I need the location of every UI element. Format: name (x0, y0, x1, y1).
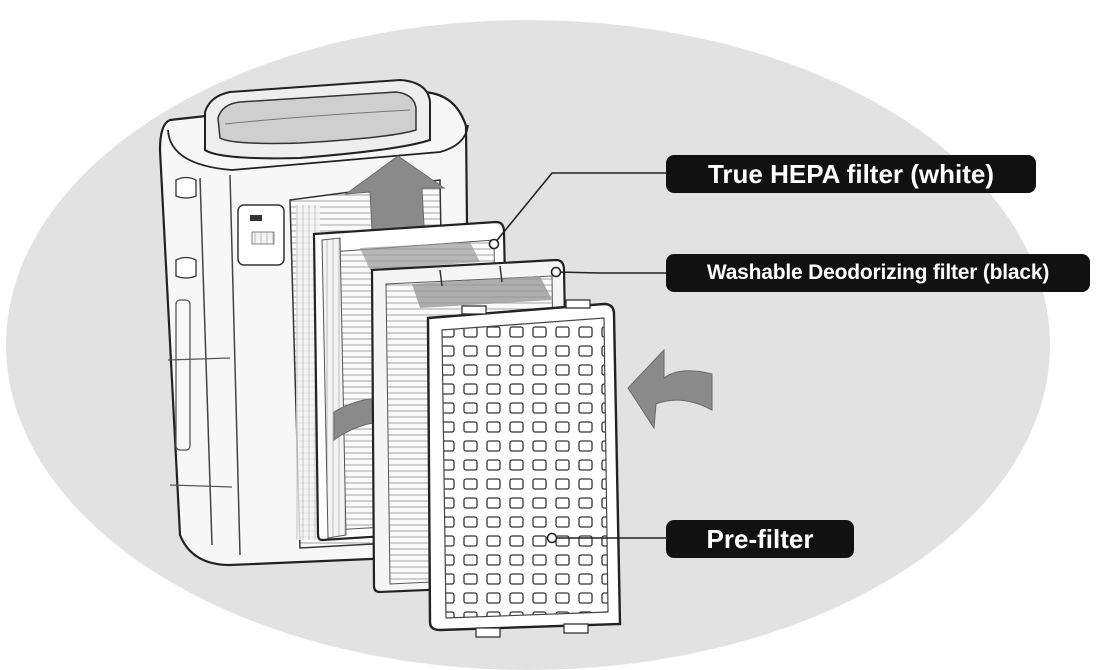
leader-dot-pre (546, 532, 558, 544)
leader-dot-deo (550, 266, 562, 278)
leader-line-hepa (493, 172, 666, 245)
callout-deodorizing-filter: Washable Deodorizing filter (black) (666, 254, 1090, 292)
callout-pre-filter: Pre-filter (666, 520, 854, 558)
leader-dot-hepa (488, 238, 500, 250)
curved-arrow-left-icon (627, 348, 713, 430)
leader-line-deo (555, 271, 666, 274)
pre-filter (426, 299, 622, 638)
callout-hepa-filter: True HEPA filter (white) (666, 155, 1036, 193)
